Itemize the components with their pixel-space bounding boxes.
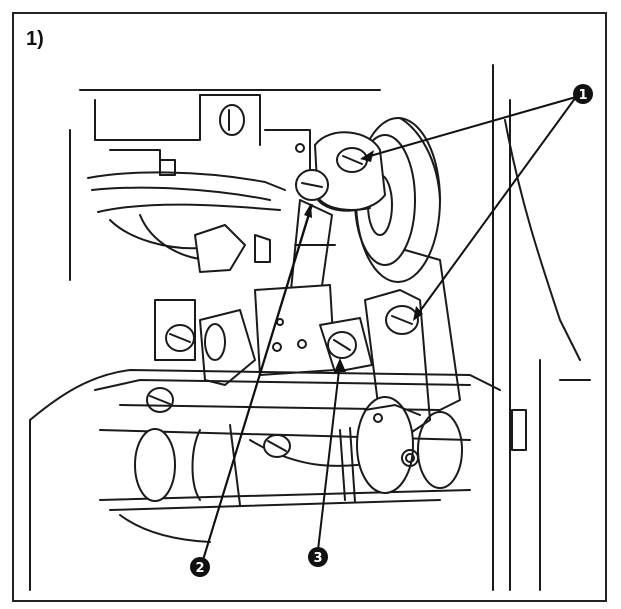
callout-2-marker: 2 [190,557,210,577]
left-bracket [154,299,256,386]
callout-arrowheads [304,150,423,372]
upper-housing [69,89,381,281]
callout-3-marker: 3 [308,547,328,567]
step-label: 1) [26,28,44,50]
looper-assembly [87,159,286,273]
callout-1-marker: 1 [573,84,593,104]
callout-leaders [202,96,577,561]
center-screw [319,317,373,373]
callout-2-label: 2 [195,561,204,576]
callout-1-label: 1 [578,88,587,103]
machine-frame-lines [492,64,591,591]
callout-3-label: 3 [313,551,322,566]
lower-shaft [99,396,471,543]
